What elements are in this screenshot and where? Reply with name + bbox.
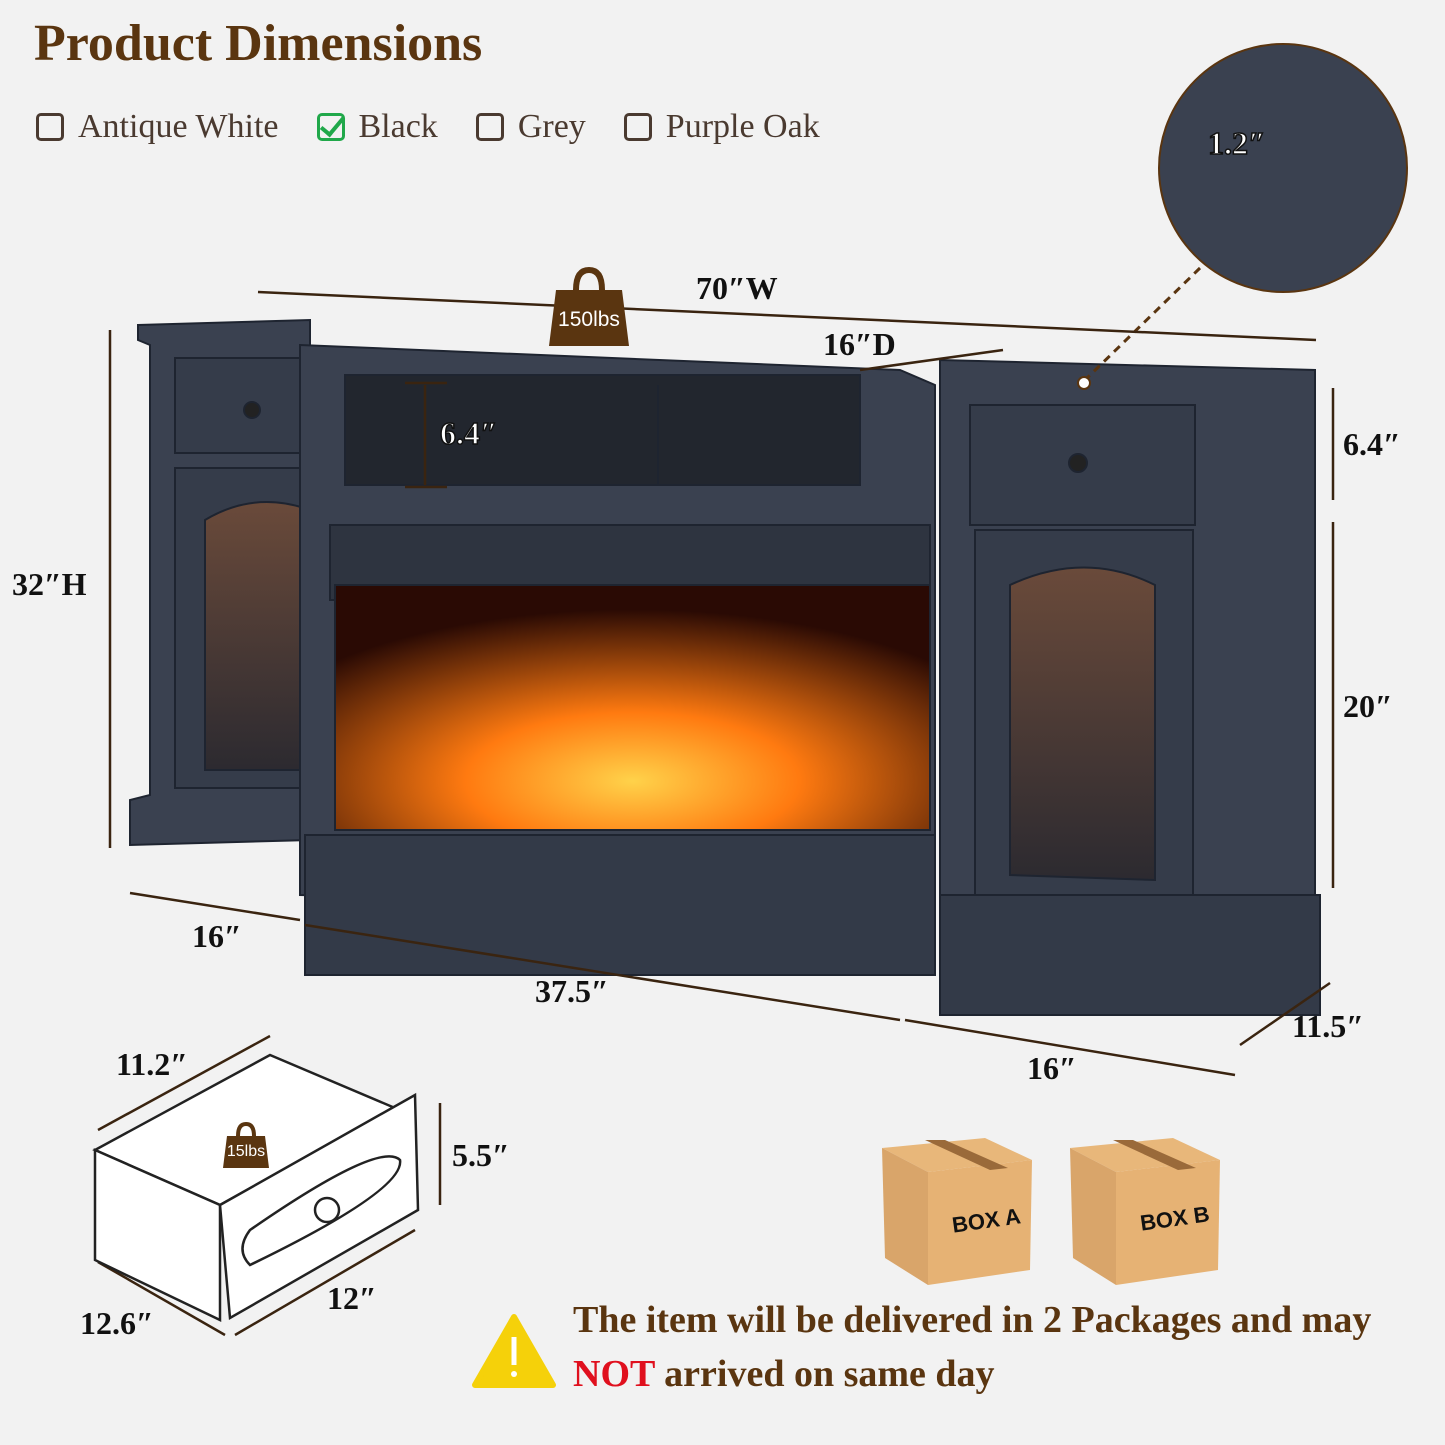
- fireplace-tv-stand: [129, 318, 1321, 1017]
- drawer-width-dimension: 11.2″: [116, 1046, 188, 1082]
- color-options: Antique White Black Grey Purple Oak: [36, 108, 820, 146]
- delivery-notice-line1: The item will be delivered in 2 Packages…: [573, 1299, 1372, 1341]
- notice-text: arrived on same day: [664, 1353, 995, 1395]
- delivery-notice-line2: NOT arrived on same day: [573, 1352, 995, 1396]
- cabinet-height-dimension: 20″: [1343, 688, 1393, 724]
- side-depth-dimension: 11.5″: [1292, 1008, 1364, 1044]
- color-option-antique-white[interactable]: Antique White: [36, 108, 279, 146]
- center-width-dimension: 37.5″: [535, 973, 609, 1009]
- drawer-diagram: [92, 1053, 420, 1322]
- shelf-height-dimension: 6.4″: [439, 414, 498, 452]
- checkbox-checked-icon[interactable]: [316, 113, 345, 141]
- checkbox-icon[interactable]: [475, 113, 504, 141]
- color-option-purple-oak[interactable]: Purple Oak: [623, 108, 820, 146]
- top-thickness-dimension: 1.2″: [1207, 124, 1266, 162]
- left-width-dimension: 16″: [192, 918, 242, 954]
- page-title: Product Dimensions: [34, 15, 483, 72]
- drawer-length-dimension: 12.6″: [80, 1305, 154, 1341]
- package-boxes: [882, 1138, 1220, 1285]
- drawer-height-dimension: 6.4″: [1343, 426, 1401, 462]
- checkbox-icon[interactable]: [623, 113, 652, 141]
- warning-triangle-icon: [472, 1314, 556, 1388]
- dimension-arrows: [97, 290, 1335, 1337]
- checkbox-icon[interactable]: [36, 113, 64, 141]
- drawer-height-dimension: 5.5″: [452, 1137, 510, 1173]
- option-label: Purple Oak: [665, 108, 820, 145]
- height-dimension: 32″H: [12, 566, 87, 602]
- option-label: Black: [358, 108, 438, 145]
- depth-dimension: 16″D: [823, 326, 896, 362]
- weight-icon: [223, 266, 629, 1168]
- color-option-black[interactable]: Black: [316, 108, 438, 146]
- notice-emphasis: NOT: [573, 1353, 655, 1395]
- right-width-dimension: 16″: [1027, 1050, 1077, 1086]
- drawer-capacity-label: 15lbs: [226, 1143, 266, 1160]
- weight-capacity-label: 150lbs: [558, 308, 620, 331]
- top-thickness-inset: [1077, 43, 1408, 390]
- width-dimension: 70″W: [696, 270, 778, 306]
- option-label: Grey: [517, 108, 586, 145]
- option-label: Antique White: [78, 108, 279, 145]
- drawer-depth-dimension: 12″: [327, 1280, 377, 1316]
- color-option-grey[interactable]: Grey: [475, 108, 586, 146]
